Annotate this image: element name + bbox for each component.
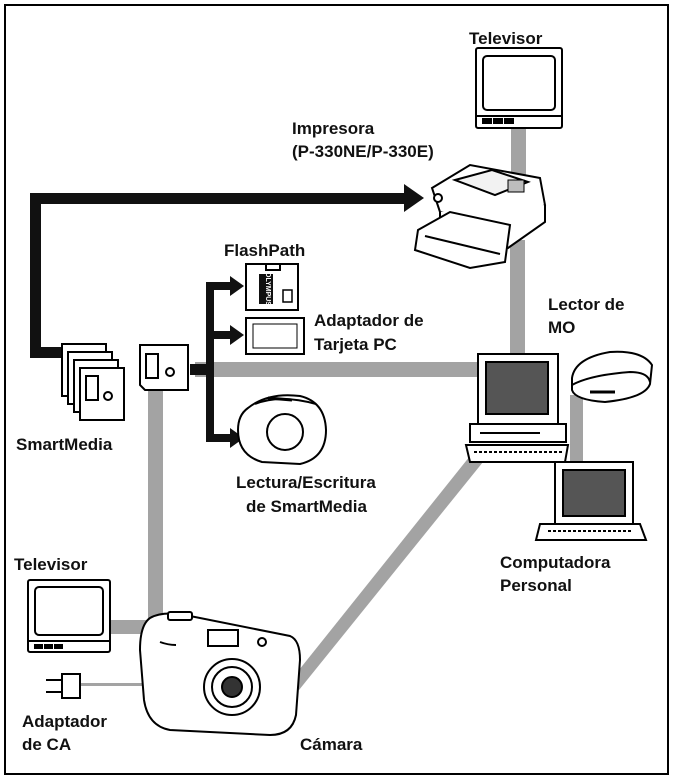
arrow-branch-stub <box>190 364 212 375</box>
label-rw-line2: de SmartMedia <box>246 497 367 516</box>
arrow-pccard-head <box>230 325 244 345</box>
smartmedia-card-icon <box>139 344 189 391</box>
arrow-printer-vertical <box>30 193 41 358</box>
label-pc-line1: Computadora <box>500 553 611 572</box>
arrow-rw-line <box>206 434 230 442</box>
cable-mo-laptop <box>570 395 583 467</box>
cable-ac-camera <box>80 683 150 686</box>
ac-adapter-icon <box>46 673 81 699</box>
arrow-branch-trunk <box>206 282 214 442</box>
camera-icon <box>138 611 302 737</box>
laptop-icon <box>534 461 648 541</box>
label-rw-line1: Lectura/Escritura <box>236 473 376 492</box>
flashpath-icon <box>245 263 299 311</box>
label-printer-line2: (P-330NE/P-330E) <box>292 142 434 161</box>
smartmedia-reader-icon <box>236 394 328 466</box>
label-camera: Cámara <box>300 735 363 754</box>
cable-camera-pc <box>283 456 483 690</box>
pc-card-adapter-icon <box>245 317 305 355</box>
personal-computer-icon <box>464 353 570 463</box>
cable-smartmedia-camera <box>148 390 163 620</box>
arrow-flashpath-head <box>230 276 244 296</box>
cable-smartmedia-pc <box>195 362 485 377</box>
label-flashpath: FlashPath <box>224 241 305 260</box>
label-pccard-line1: Adaptador de <box>314 311 424 330</box>
mo-drive-icon <box>571 350 654 404</box>
arrow-printer-horizontal <box>30 193 404 204</box>
arrow-pccard-line <box>206 331 230 339</box>
cable-tv-printer <box>511 125 526 188</box>
label-smartmedia: SmartMedia <box>16 435 113 454</box>
arrow-rw-head <box>230 428 244 448</box>
label-ac-line1: Adaptador <box>22 712 107 731</box>
tv-left-icon <box>27 579 111 653</box>
gray-connections <box>80 125 583 690</box>
diagram-frame <box>4 4 669 775</box>
label-mo-line2: MO <box>548 318 575 337</box>
label-ac-line2: de CA <box>22 735 71 754</box>
flashpath-card-text: OLYMPUS <box>264 272 271 306</box>
label-tv-top: Televisor <box>469 29 543 48</box>
arrow-flashpath-line <box>206 282 230 290</box>
label-tv-left: Televisor <box>14 555 88 574</box>
black-arrows <box>30 184 424 448</box>
label-pccard-line2: Tarjeta PC <box>314 335 397 354</box>
arrow-printer-head <box>404 184 424 212</box>
arrow-printer-stub <box>30 347 70 358</box>
cable-printer-pc <box>510 240 525 360</box>
label-mo-line1: Lector de <box>548 295 625 314</box>
printer-icon <box>413 163 547 270</box>
smartmedia-stack-icon <box>61 343 125 421</box>
label-printer-line1: Impresora <box>292 119 375 138</box>
label-pc-line2: Personal <box>500 576 572 595</box>
tv-top-icon <box>475 47 563 129</box>
